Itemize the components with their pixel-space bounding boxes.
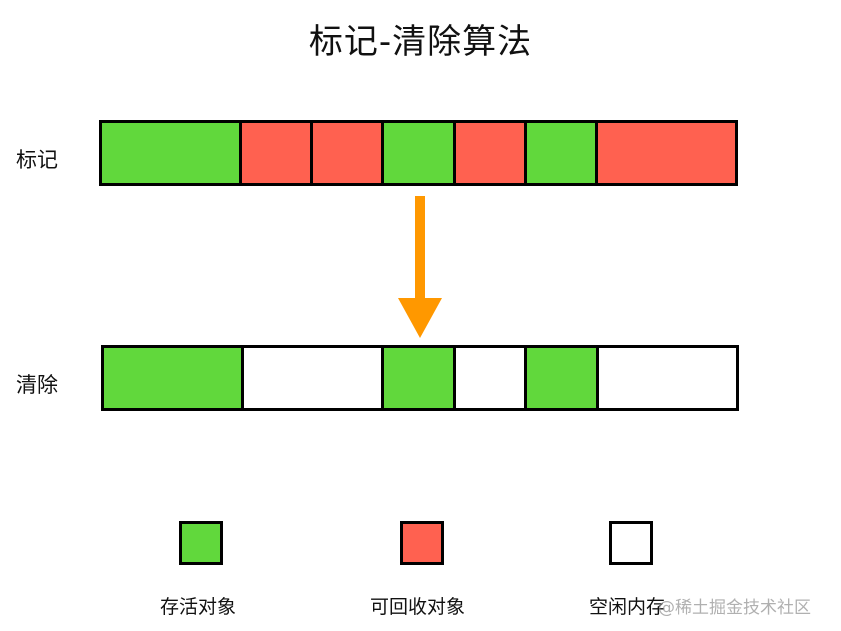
legend-garbage-label: 可回收对象 [370, 596, 466, 618]
mark-segment-live [526, 123, 599, 183]
watermark: @稀土掘金技术社区 [658, 598, 811, 618]
sweep-segment-free [455, 348, 528, 408]
sweep-segment-free [244, 348, 385, 408]
legend-live-swatch [179, 521, 223, 565]
sweep-memory-bar [101, 345, 739, 411]
sweep-segment-live [384, 348, 456, 408]
mark-segment-live [102, 123, 242, 183]
mark-segment-garbage [241, 123, 313, 183]
legend-garbage-swatch [400, 521, 444, 565]
mark-segment-garbage [313, 123, 385, 183]
mark-memory-bar [99, 120, 738, 186]
sweep-segment-live [104, 348, 245, 408]
mark-segment-garbage [455, 123, 527, 183]
legend-free-label: 空闲内存 [589, 596, 666, 618]
mark-segment-live [384, 123, 456, 183]
down-arrow-icon [398, 196, 442, 338]
diagram-title: 标记-清除算法 [308, 22, 533, 62]
mark-row-label: 标记 [16, 148, 58, 172]
sweep-segment-live [527, 348, 599, 408]
legend-free-swatch [609, 521, 653, 565]
mark-segment-garbage [598, 123, 735, 183]
legend-live-label: 存活对象 [160, 596, 237, 618]
sweep-row-label: 清除 [16, 373, 58, 397]
sweep-segment-free [598, 348, 737, 408]
